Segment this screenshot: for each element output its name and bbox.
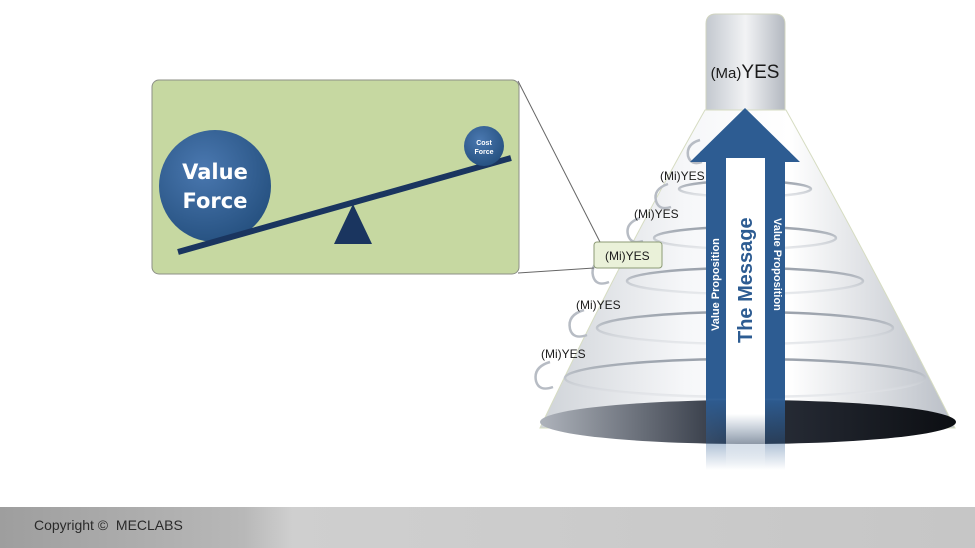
seesaw-beam [177,155,512,255]
arrow-label-center: The Message [735,217,757,343]
value-force-label-line2: Force [183,189,248,213]
footer-bar: Copyright © MECLABS [0,507,975,548]
highlight-box [593,241,663,269]
value-force-ball [159,130,271,242]
cost-force-label-line1: Cost [476,140,492,147]
arrow-label-right: Value Proposition [771,218,783,311]
arrow-label-left: Value Proposition [710,238,722,331]
zoom-line-top [517,80,601,243]
zoom-line-bottom [517,267,595,274]
value-force-label-line1: Value [182,160,248,184]
cost-force-label-line2: Force [474,149,493,156]
seesaw: Value Force Cost Force [159,126,512,255]
mi-yes-label-4: (Mi)YES [576,298,621,312]
seesaw-fulcrum [334,204,372,244]
mi-yes-label-5: (Mi)YES [541,347,586,361]
mi-yes-label-1: (Mi)YES [660,169,705,183]
ma-yes-label: (Ma)YES [711,62,780,83]
message-arrow [690,108,800,470]
copyright-text: Copyright © MECLABS [34,517,183,533]
mi-yes-label-2: (Mi)YES [634,207,679,221]
mi-yes-label-3: (Mi)YES [605,249,650,263]
cost-force-ball [464,126,504,166]
